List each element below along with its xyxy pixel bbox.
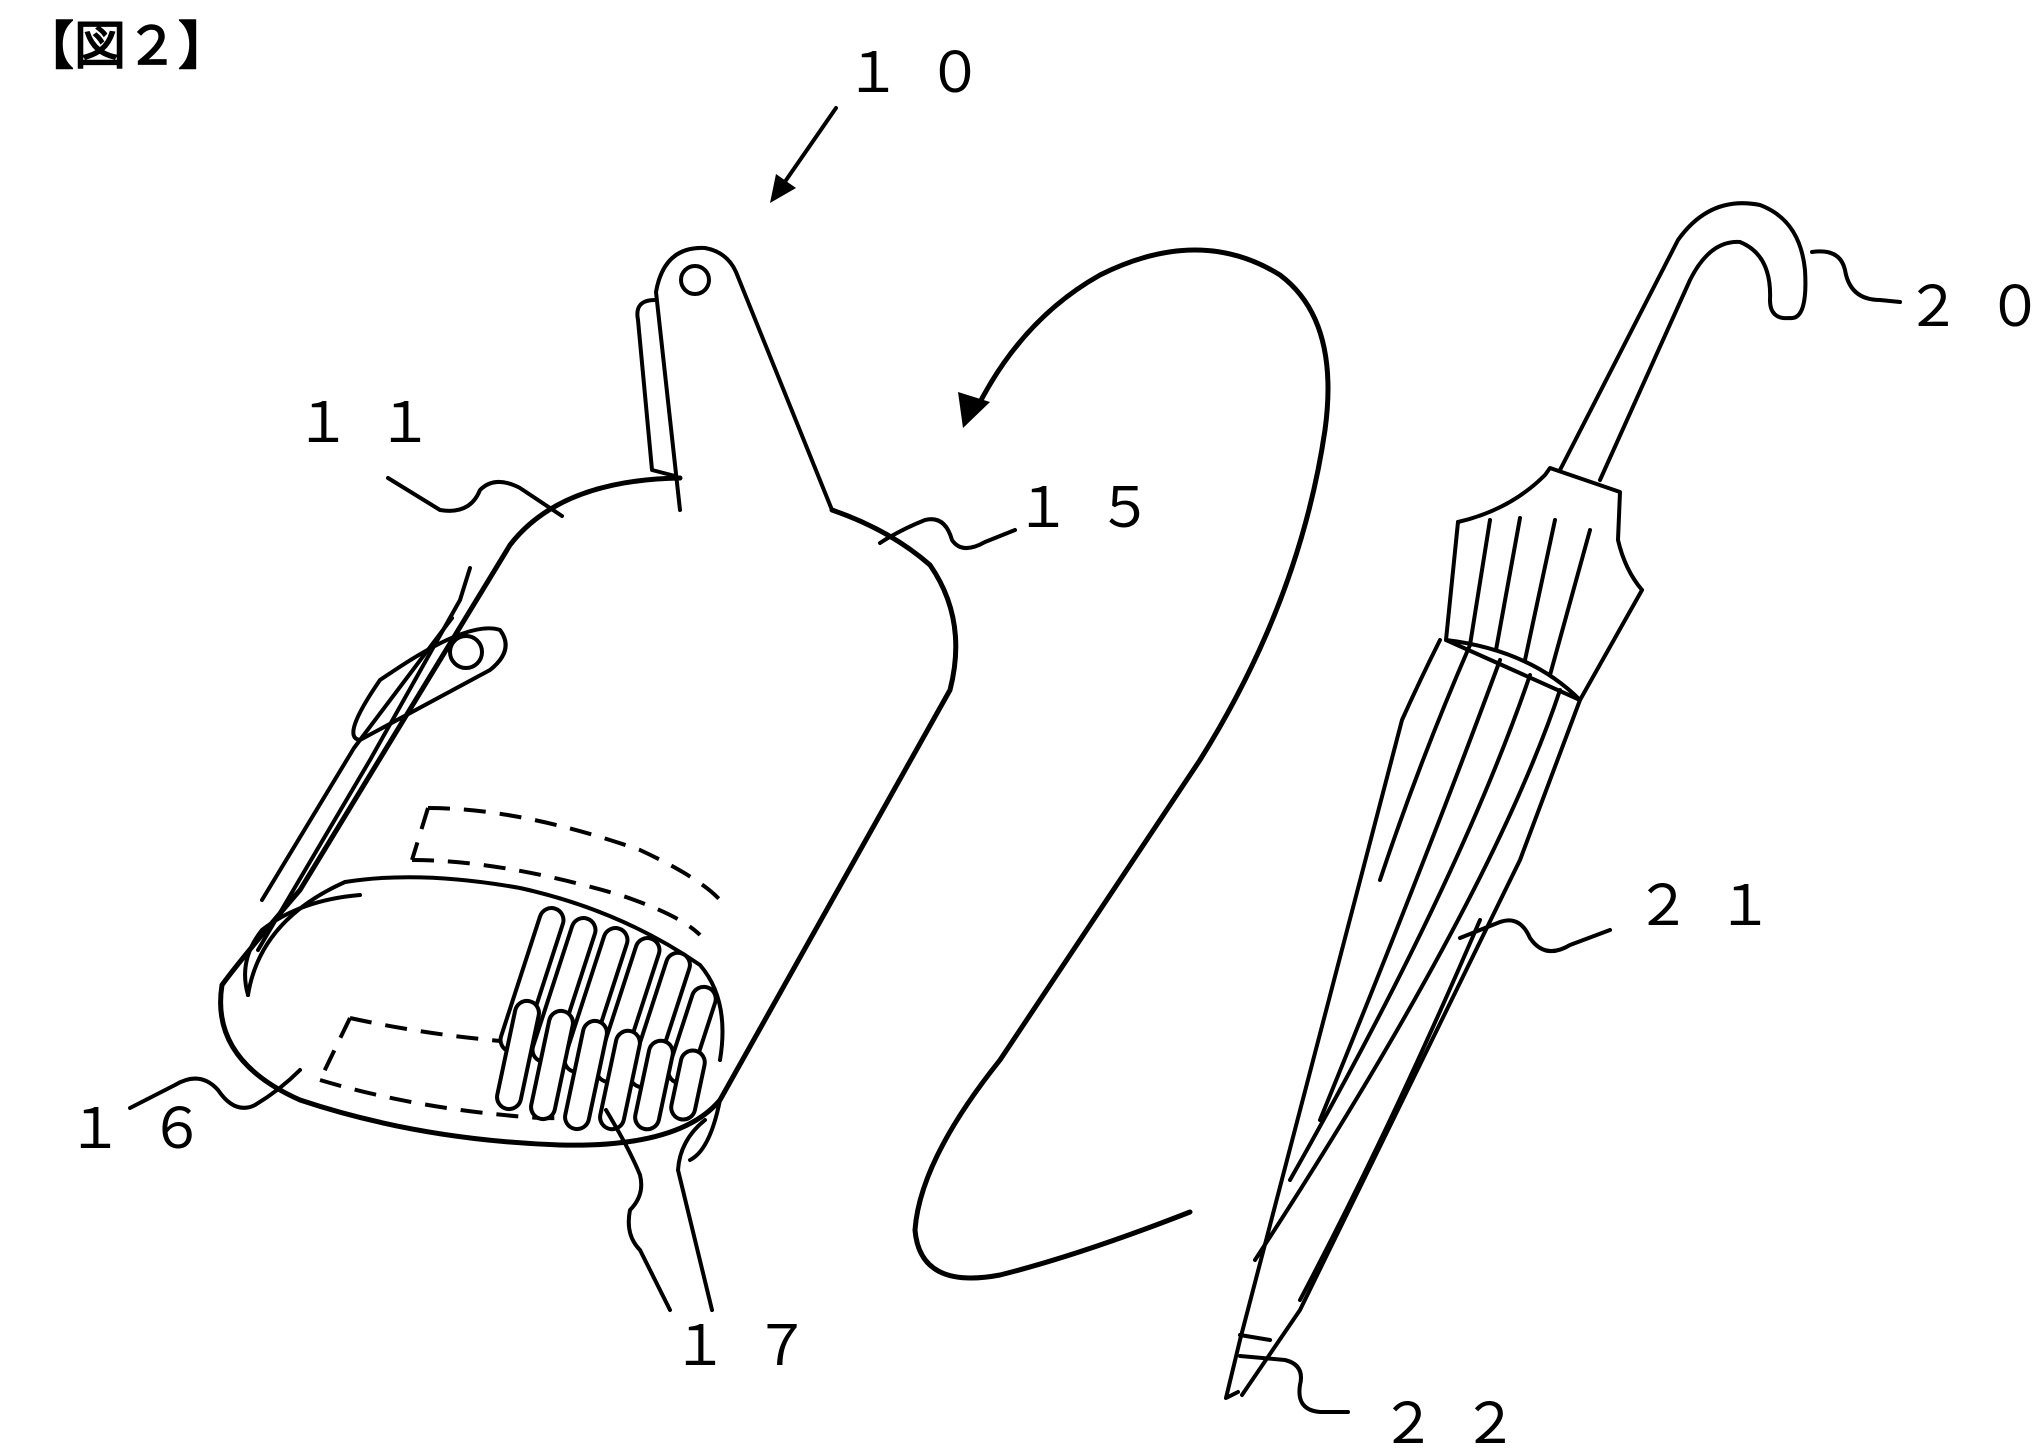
umbrella-handle (1558, 201, 1808, 482)
label-16: １６ (67, 1097, 231, 1162)
leader-21 (1458, 918, 1612, 954)
handle-stem (676, 1098, 722, 1312)
label-21: ２１ (1635, 874, 1799, 939)
leader-17 (604, 1108, 672, 1312)
umbrella-20 (1224, 201, 1808, 1400)
reference-labels: １０ １１ １５ １６ １７ ２０ ２１ ２２ (67, 41, 2033, 1456)
cover-body-11 (218, 475, 959, 1148)
umbrella-canopy-21 (1224, 638, 1582, 1400)
label-11: １１ (295, 391, 459, 456)
leader-lines (128, 249, 1902, 1414)
label-20: ２０ (1905, 275, 2033, 340)
label-22: ２２ (1380, 1392, 1544, 1456)
label-10: １０ (845, 41, 1009, 106)
leader-20 (1810, 249, 1902, 304)
leader-11 (386, 476, 564, 518)
device-pointer-arrow (770, 106, 838, 203)
leader-16 (128, 1068, 302, 1110)
umbrella-crown (1444, 466, 1644, 702)
motion-arrow (912, 247, 1331, 1281)
brush-17 (495, 906, 718, 1132)
label-15: １５ (1015, 476, 1179, 541)
cleaning-device-10 (218, 106, 959, 1312)
label-17: １７ (672, 1314, 836, 1379)
leader-22 (1238, 1354, 1350, 1414)
leader-15 (878, 517, 1017, 550)
hanging-tab (635, 245, 834, 512)
figure-title: 【図２】 (22, 16, 230, 77)
